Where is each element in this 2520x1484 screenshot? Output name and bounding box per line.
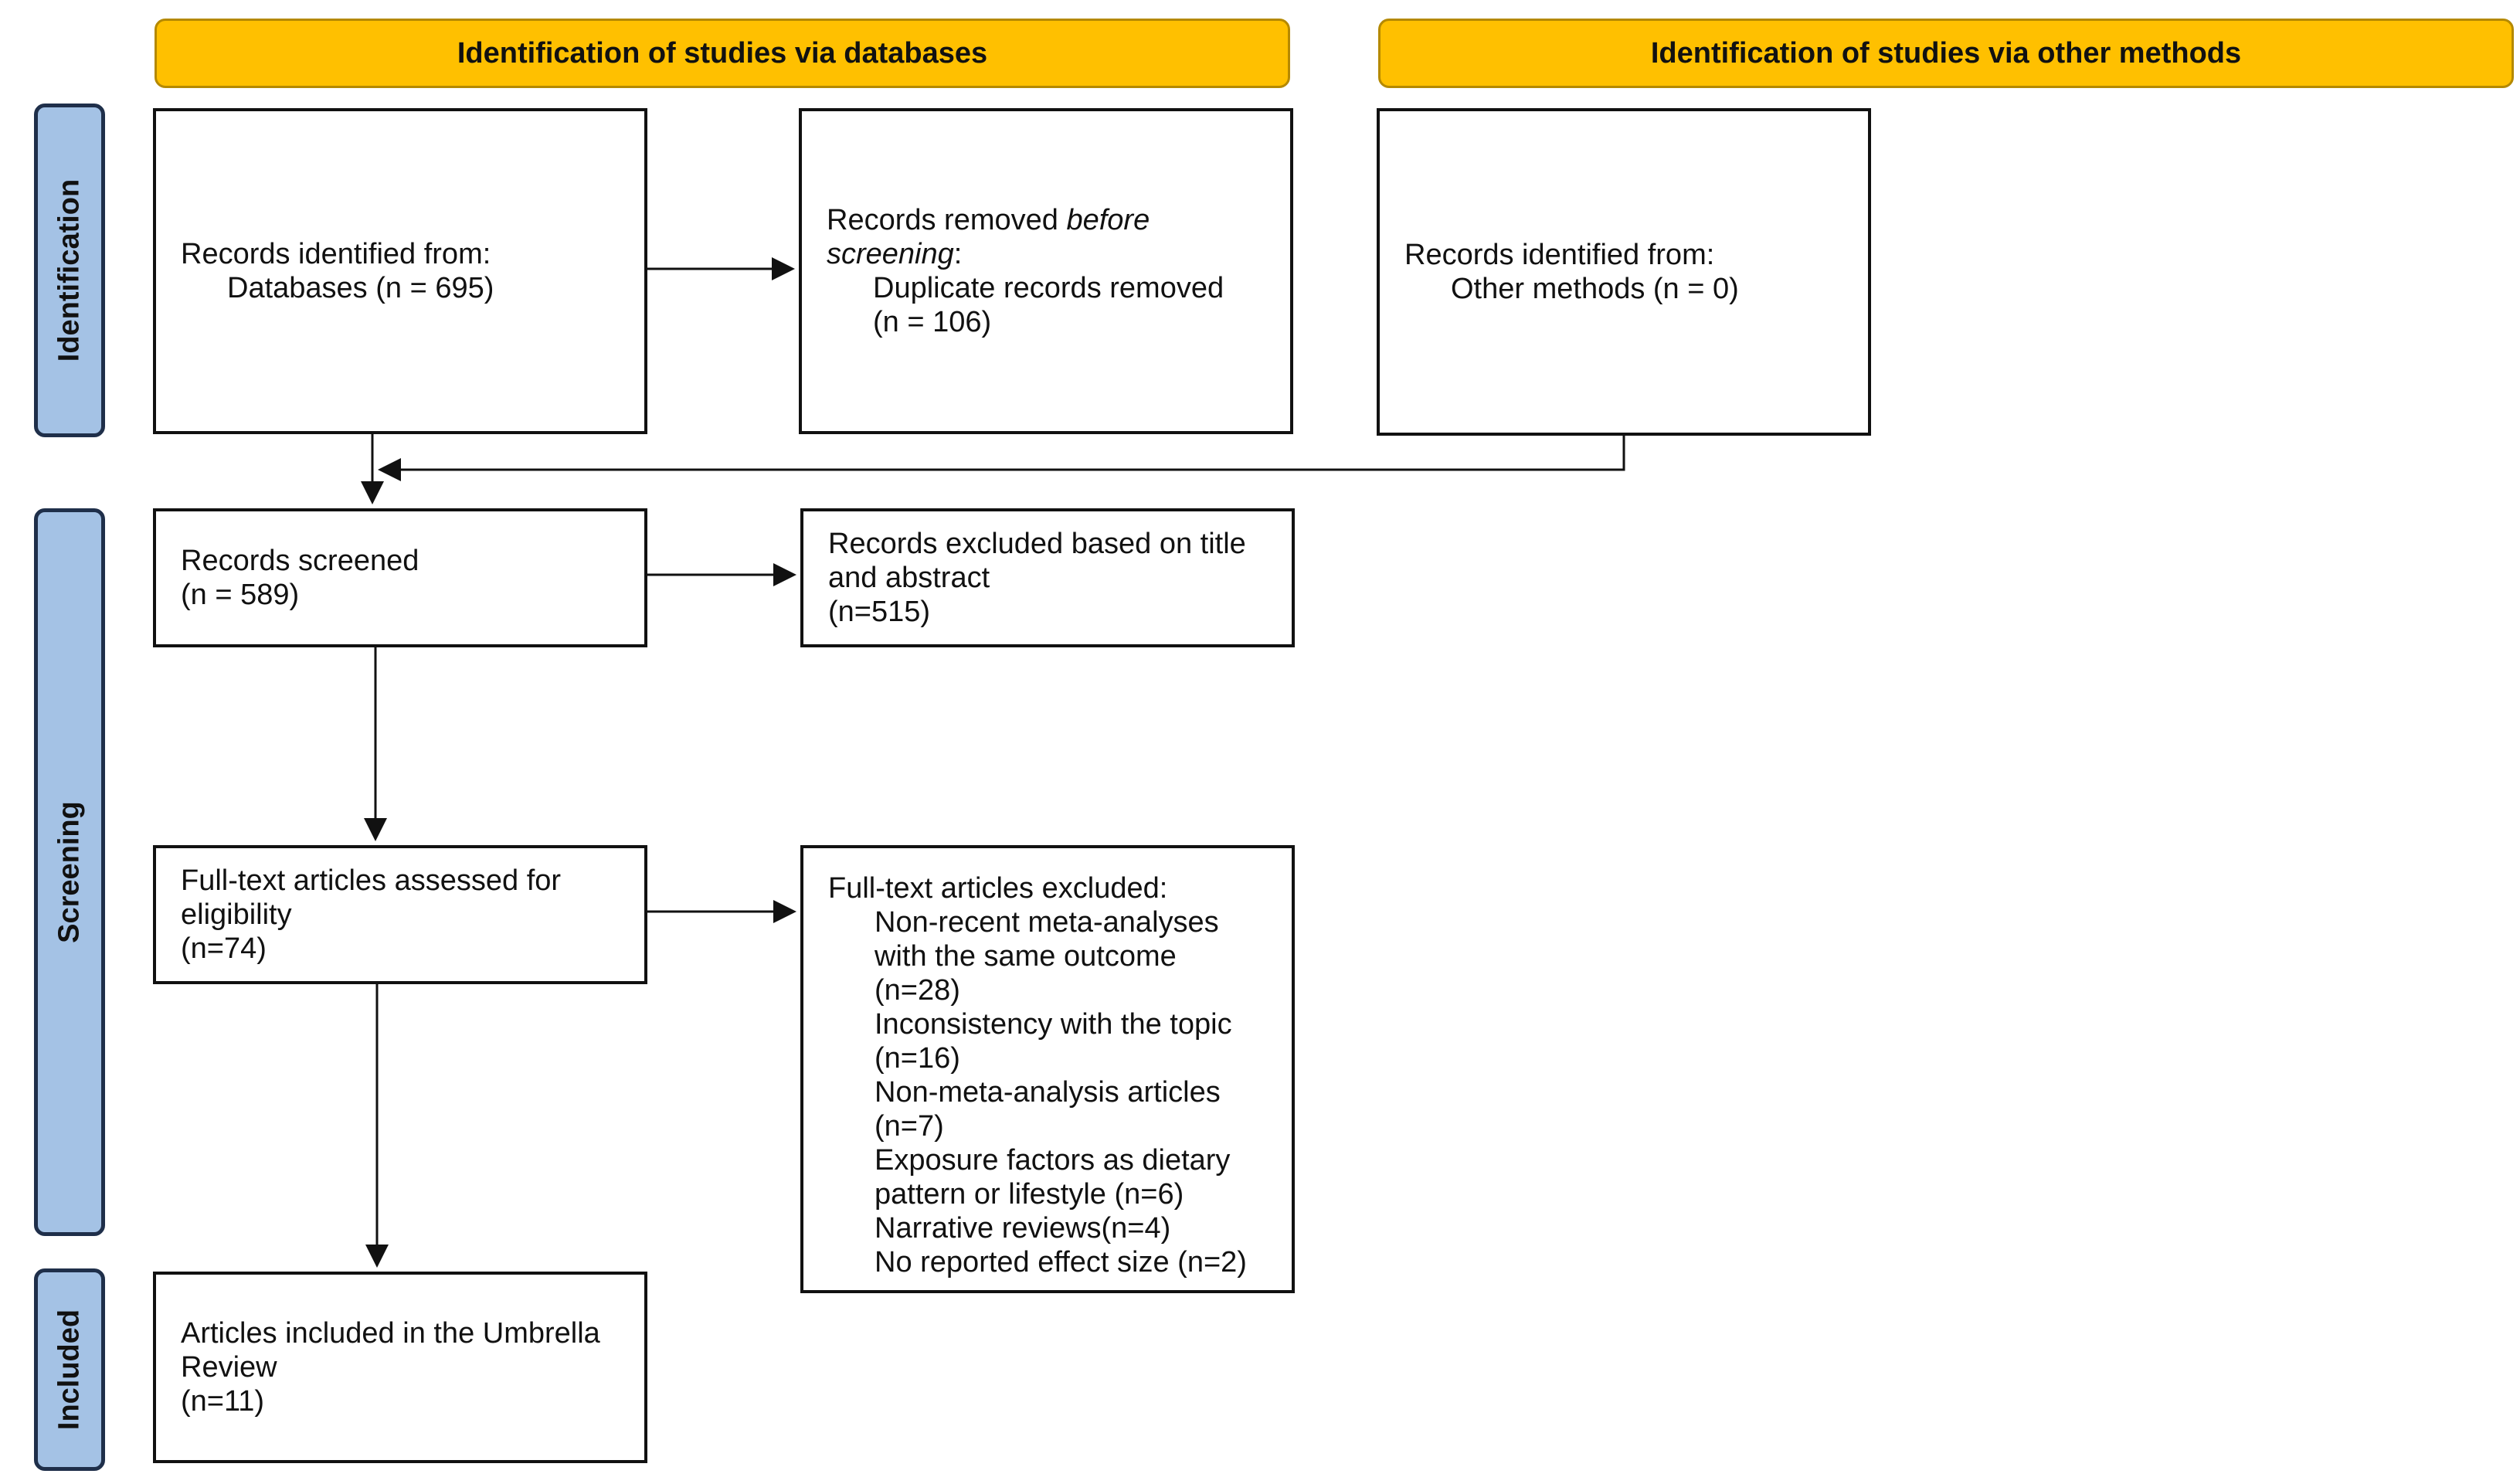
records-removed-title: Records removed before <box>827 204 1150 236</box>
stage-screening: Screening <box>34 508 105 1236</box>
stage-identification: Identification <box>34 104 105 437</box>
fulltext-excluded-title: Full-text articles excluded: <box>828 872 1168 905</box>
fulltext-assessed-label-2: eligibility <box>181 898 292 931</box>
records-identified-databases-box: Records identified from: Databases (n = … <box>153 108 647 434</box>
duplicate-records-label: Duplicate records removed <box>873 272 1224 304</box>
header-other-methods: Identification of studies via other meth… <box>1378 19 2514 88</box>
records-screened-label: Records screened <box>181 545 419 577</box>
exclusion-reason-line: Non-recent meta-analyses <box>875 906 1219 939</box>
included-count: (n=11) <box>181 1385 265 1418</box>
included-label-2: Review <box>181 1351 277 1384</box>
duplicate-records-count: (n = 106) <box>873 306 992 338</box>
included-box: Articles included in the Umbrella Review… <box>153 1272 647 1463</box>
records-excluded-label-2: and abstract <box>828 562 990 594</box>
records-screened-count: (n = 589) <box>181 579 300 611</box>
fulltext-assessed-count: (n=74) <box>181 932 267 965</box>
fulltext-excluded-box: Full-text articles excluded: Non-recent … <box>800 845 1295 1293</box>
records-removed-subtitle: screening: <box>827 238 963 270</box>
databases-count: Databases (n = 695) <box>227 272 494 304</box>
fulltext-assessed-label-1: Full-text articles assessed for <box>181 864 562 897</box>
exclusion-reason-line: pattern or lifestyle (n=6) <box>875 1178 1184 1211</box>
records-identified-label: Records identified from: <box>181 238 491 270</box>
exclusion-reason-line: No reported effect size (n=2) <box>875 1246 1247 1279</box>
included-label-1: Articles included in the Umbrella <box>181 1317 600 1350</box>
records-identified-other-box: Records identified from: Other methods (… <box>1377 108 1871 436</box>
header-databases: Identification of studies via databases <box>155 19 1290 88</box>
exclusion-reason-line: (n=7) <box>875 1110 944 1143</box>
fulltext-assessed-box: Full-text articles assessed for eligibil… <box>153 845 647 984</box>
exclusion-reason-line: (n=16) <box>875 1042 960 1075</box>
header-databases-label: Identification of studies via databases <box>457 36 988 70</box>
exclusion-reason-line: Narrative reviews(n=4) <box>875 1212 1171 1245</box>
exclusion-reason-line: with the same outcome <box>875 940 1177 973</box>
header-other-methods-label: Identification of studies via other meth… <box>1650 36 2242 70</box>
arrow-other-to-screened <box>378 436 1625 481</box>
exclusion-reason-line: Inconsistency with the topic <box>875 1008 1232 1041</box>
records-excluded-box: Records excluded based on title and abst… <box>800 508 1295 647</box>
stage-included: Included <box>34 1268 105 1471</box>
records-screened-box: Records screened (n = 589) <box>153 508 647 647</box>
records-excluded-count: (n=515) <box>828 596 931 628</box>
exclusion-reason-line: Exposure factors as dietary <box>875 1144 1231 1177</box>
other-methods-count: Other methods (n = 0) <box>1451 273 1739 305</box>
exclusion-reason-line: (n=28) <box>875 974 960 1007</box>
records-excluded-label-1: Records excluded based on title <box>828 528 1246 560</box>
exclusion-reason-line: Non-meta-analysis articles <box>875 1076 1221 1109</box>
records-removed-box: Records removed before screening: Duplic… <box>799 108 1293 434</box>
records-identified-other-label: Records identified from: <box>1404 239 1715 271</box>
